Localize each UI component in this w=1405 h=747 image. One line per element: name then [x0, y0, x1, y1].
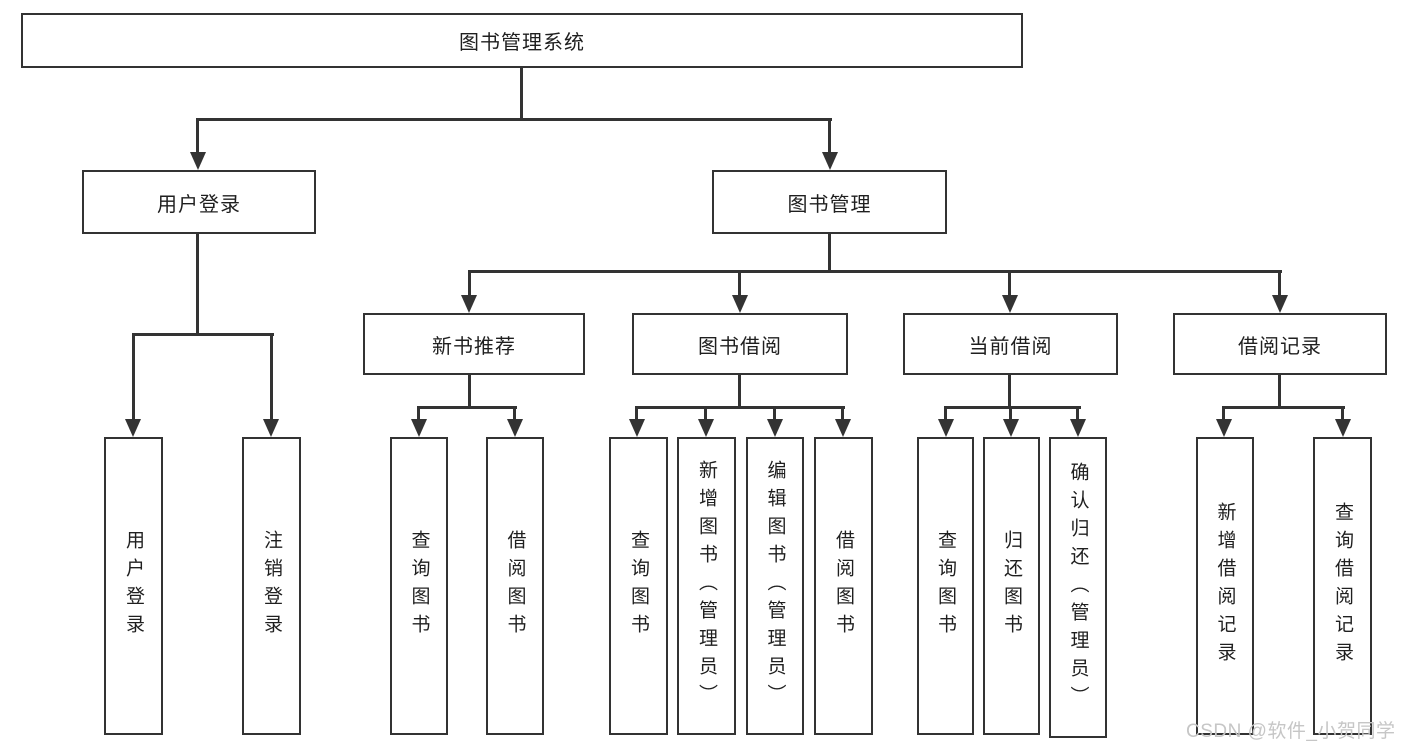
connector-line — [1008, 374, 1011, 408]
connector-line — [132, 333, 274, 336]
connector-line — [270, 333, 273, 421]
arrow-down-icon — [461, 295, 477, 313]
connector-line — [417, 406, 517, 409]
connector-line — [132, 333, 135, 421]
connector-line — [773, 406, 776, 422]
connector-line — [468, 375, 471, 408]
arrow-down-icon — [629, 419, 645, 437]
connector-line — [196, 118, 199, 156]
connector-line — [828, 234, 831, 272]
node-add-books-admin: 新增图书（管理员） — [677, 437, 736, 735]
connector-line — [468, 270, 1282, 273]
node-edit-books-admin: 编辑图书（管理员） — [746, 437, 804, 735]
node-query-books-borrowing: 查询图书 — [609, 437, 668, 735]
connector-line — [1341, 406, 1344, 422]
connector-line — [196, 118, 832, 121]
arrow-down-icon — [822, 152, 838, 170]
arrow-down-icon — [1272, 295, 1288, 313]
node-new-book-recommend: 新书推荐 — [363, 313, 585, 375]
arrow-down-icon — [1003, 419, 1019, 437]
node-current-borrowing: 当前借阅 — [903, 313, 1118, 375]
connector-line — [828, 118, 831, 156]
connector-line — [1076, 406, 1079, 422]
node-book-borrowing: 图书借阅 — [632, 313, 848, 375]
connector-line — [513, 406, 516, 422]
arrow-down-icon — [1070, 419, 1086, 437]
node-query-books-current: 查询图书 — [917, 437, 974, 735]
connector-line — [1009, 406, 1012, 422]
connector-line — [520, 68, 523, 120]
arrow-down-icon — [1216, 419, 1232, 437]
connector-line — [468, 270, 471, 298]
connector-line — [417, 406, 420, 422]
arrow-down-icon — [767, 419, 783, 437]
arrow-down-icon — [190, 152, 206, 170]
connector-line — [738, 374, 741, 408]
node-borrow-books-borrowing: 借阅图书 — [814, 437, 873, 735]
connector-line — [196, 233, 199, 335]
arrow-down-icon — [263, 419, 279, 437]
node-query-books-recommend: 查询图书 — [390, 437, 448, 735]
connector-line — [635, 406, 845, 409]
connector-line — [1008, 270, 1011, 298]
csdn-watermark: CSDN @软件_小贺同学 — [1186, 721, 1396, 742]
node-logout: 注销登录 — [242, 437, 301, 735]
connector-line — [635, 406, 638, 422]
arrow-down-icon — [732, 295, 748, 313]
node-query-borrow-record: 查询借阅记录 — [1313, 437, 1372, 735]
node-book-management: 图书管理 — [712, 170, 947, 234]
node-borrowing-records: 借阅记录 — [1173, 313, 1387, 375]
arrow-down-icon — [698, 419, 714, 437]
arrow-down-icon — [1335, 419, 1351, 437]
node-add-borrow-record: 新增借阅记录 — [1196, 437, 1254, 735]
node-user-login: 用户登录 — [82, 170, 316, 234]
node-borrow-books-recommend: 借阅图书 — [486, 437, 544, 735]
node-confirm-return-admin: 确认归还（管理员） — [1049, 437, 1107, 738]
connector-line — [944, 406, 1081, 409]
node-return-books: 归还图书 — [983, 437, 1040, 735]
arrow-down-icon — [1002, 295, 1018, 313]
arrow-down-icon — [125, 419, 141, 437]
connector-line — [1222, 406, 1225, 422]
connector-line — [1222, 406, 1345, 409]
arrow-down-icon — [507, 419, 523, 437]
connector-line — [841, 406, 844, 422]
connector-line — [1278, 270, 1281, 298]
connector-line — [738, 270, 741, 298]
connector-line — [944, 406, 947, 422]
connector-line — [1278, 374, 1281, 408]
connector-line — [704, 406, 707, 422]
node-library-management-system: 图书管理系统 — [21, 13, 1023, 68]
arrow-down-icon — [938, 419, 954, 437]
arrow-down-icon — [835, 419, 851, 437]
arrow-down-icon — [411, 419, 427, 437]
node-user-login-leaf: 用户登录 — [104, 437, 163, 735]
